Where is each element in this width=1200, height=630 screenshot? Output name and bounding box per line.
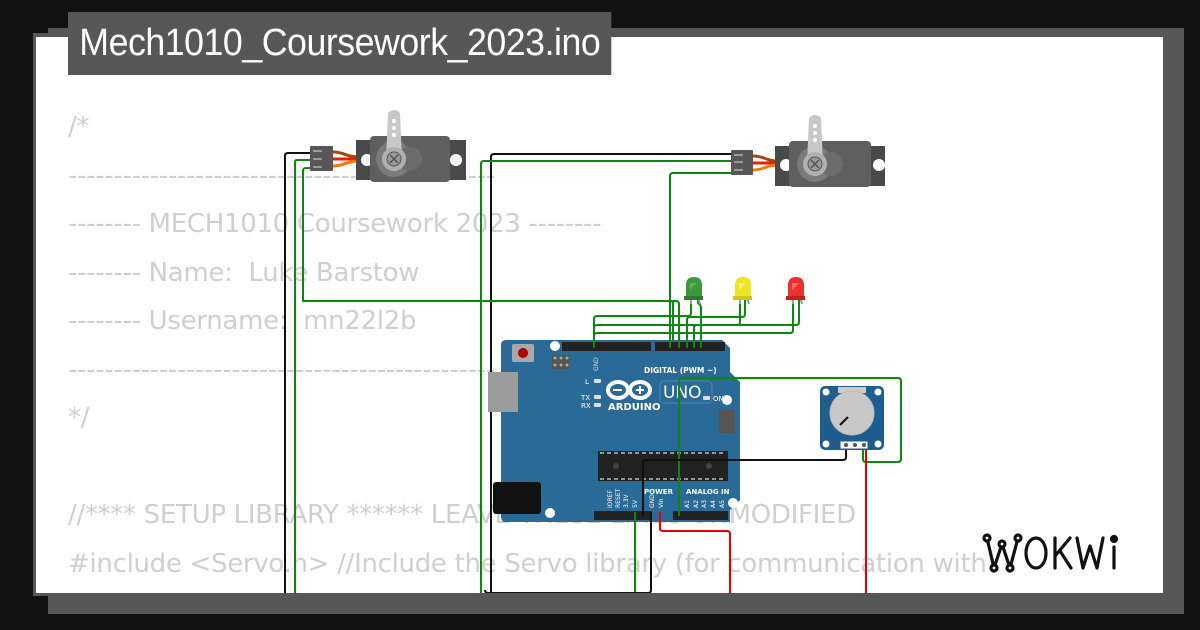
wire-green (669, 172, 731, 345)
wokwi-logo-text: WOKWI (978, 530, 982, 531)
pin-label: A1 (684, 500, 691, 508)
wire-green (303, 300, 680, 345)
wire-red (659, 515, 731, 593)
pin-label: GND (593, 357, 600, 371)
power-jack (493, 482, 541, 514)
rx-label: RX (581, 402, 591, 410)
led-red (786, 277, 805, 305)
wire-green (686, 300, 746, 345)
usb-port (488, 372, 518, 412)
circuit-diagram: GND DIGITAL (PWM ~) L TX RX ON ARDUINO U… (284, 110, 902, 593)
pin-label: 5V (632, 499, 639, 508)
code-line: */ (68, 403, 90, 433)
arduino-logo-icon (606, 380, 652, 400)
pin-label: GND (649, 494, 656, 508)
pin-label: Vin (658, 498, 665, 508)
pin-label: 3.3V (623, 493, 630, 508)
arduino-uno-board: GND DIGITAL (PWM ~) L TX RX ON ARDUINO U… (488, 340, 740, 522)
digital-header-label: DIGITAL (PWM ~) (644, 366, 717, 375)
pin-label: A3 (701, 500, 708, 508)
wire-green (697, 300, 702, 345)
code-line: /* (68, 112, 90, 142)
wokwi-logo-icon: WOKWI (978, 530, 1119, 573)
wire-black (284, 152, 311, 593)
pin-label: A2 (693, 500, 700, 508)
analog-header-label: ANALOG IN (686, 488, 730, 496)
led-yellow (733, 277, 752, 305)
led-green (684, 277, 703, 305)
tx-label: TX (580, 394, 590, 402)
code-line: -------- MECH1010 Coursework 2023 ------… (68, 209, 602, 239)
wire-black (490, 153, 731, 593)
code-line: ----------------------------------------… (68, 354, 495, 385)
wire-green (693, 300, 800, 345)
code-line: #include <Servo.h> //Include the Servo l… (68, 548, 987, 579)
wire-green (593, 300, 741, 329)
pin-label: RESET (615, 488, 622, 508)
servo-motor (310, 110, 466, 182)
board-brand: ARDUINO (608, 402, 660, 413)
pin-label: A4 (710, 500, 717, 508)
board-model: UNO (663, 383, 702, 403)
wire-green (593, 300, 692, 345)
pin-label: IOREF (607, 490, 614, 508)
on-label: ON (713, 395, 724, 403)
code-line: -------- Name: Luke Barstow (68, 257, 420, 288)
wire-green (302, 167, 674, 345)
potentiometer (820, 386, 884, 450)
pin-label: A5 (719, 500, 726, 508)
project-title: Mech1010_Coursework_2023.ino (68, 12, 612, 75)
servo-motor (731, 115, 885, 187)
wire-black (484, 515, 652, 593)
code-line: -------- Username: mn22l2b (68, 306, 417, 336)
power-header-label: POWER (644, 488, 674, 496)
potentiometer-knob (829, 390, 875, 436)
l-label: L (585, 378, 589, 386)
wire-green (480, 160, 731, 593)
wire-green (294, 159, 311, 593)
